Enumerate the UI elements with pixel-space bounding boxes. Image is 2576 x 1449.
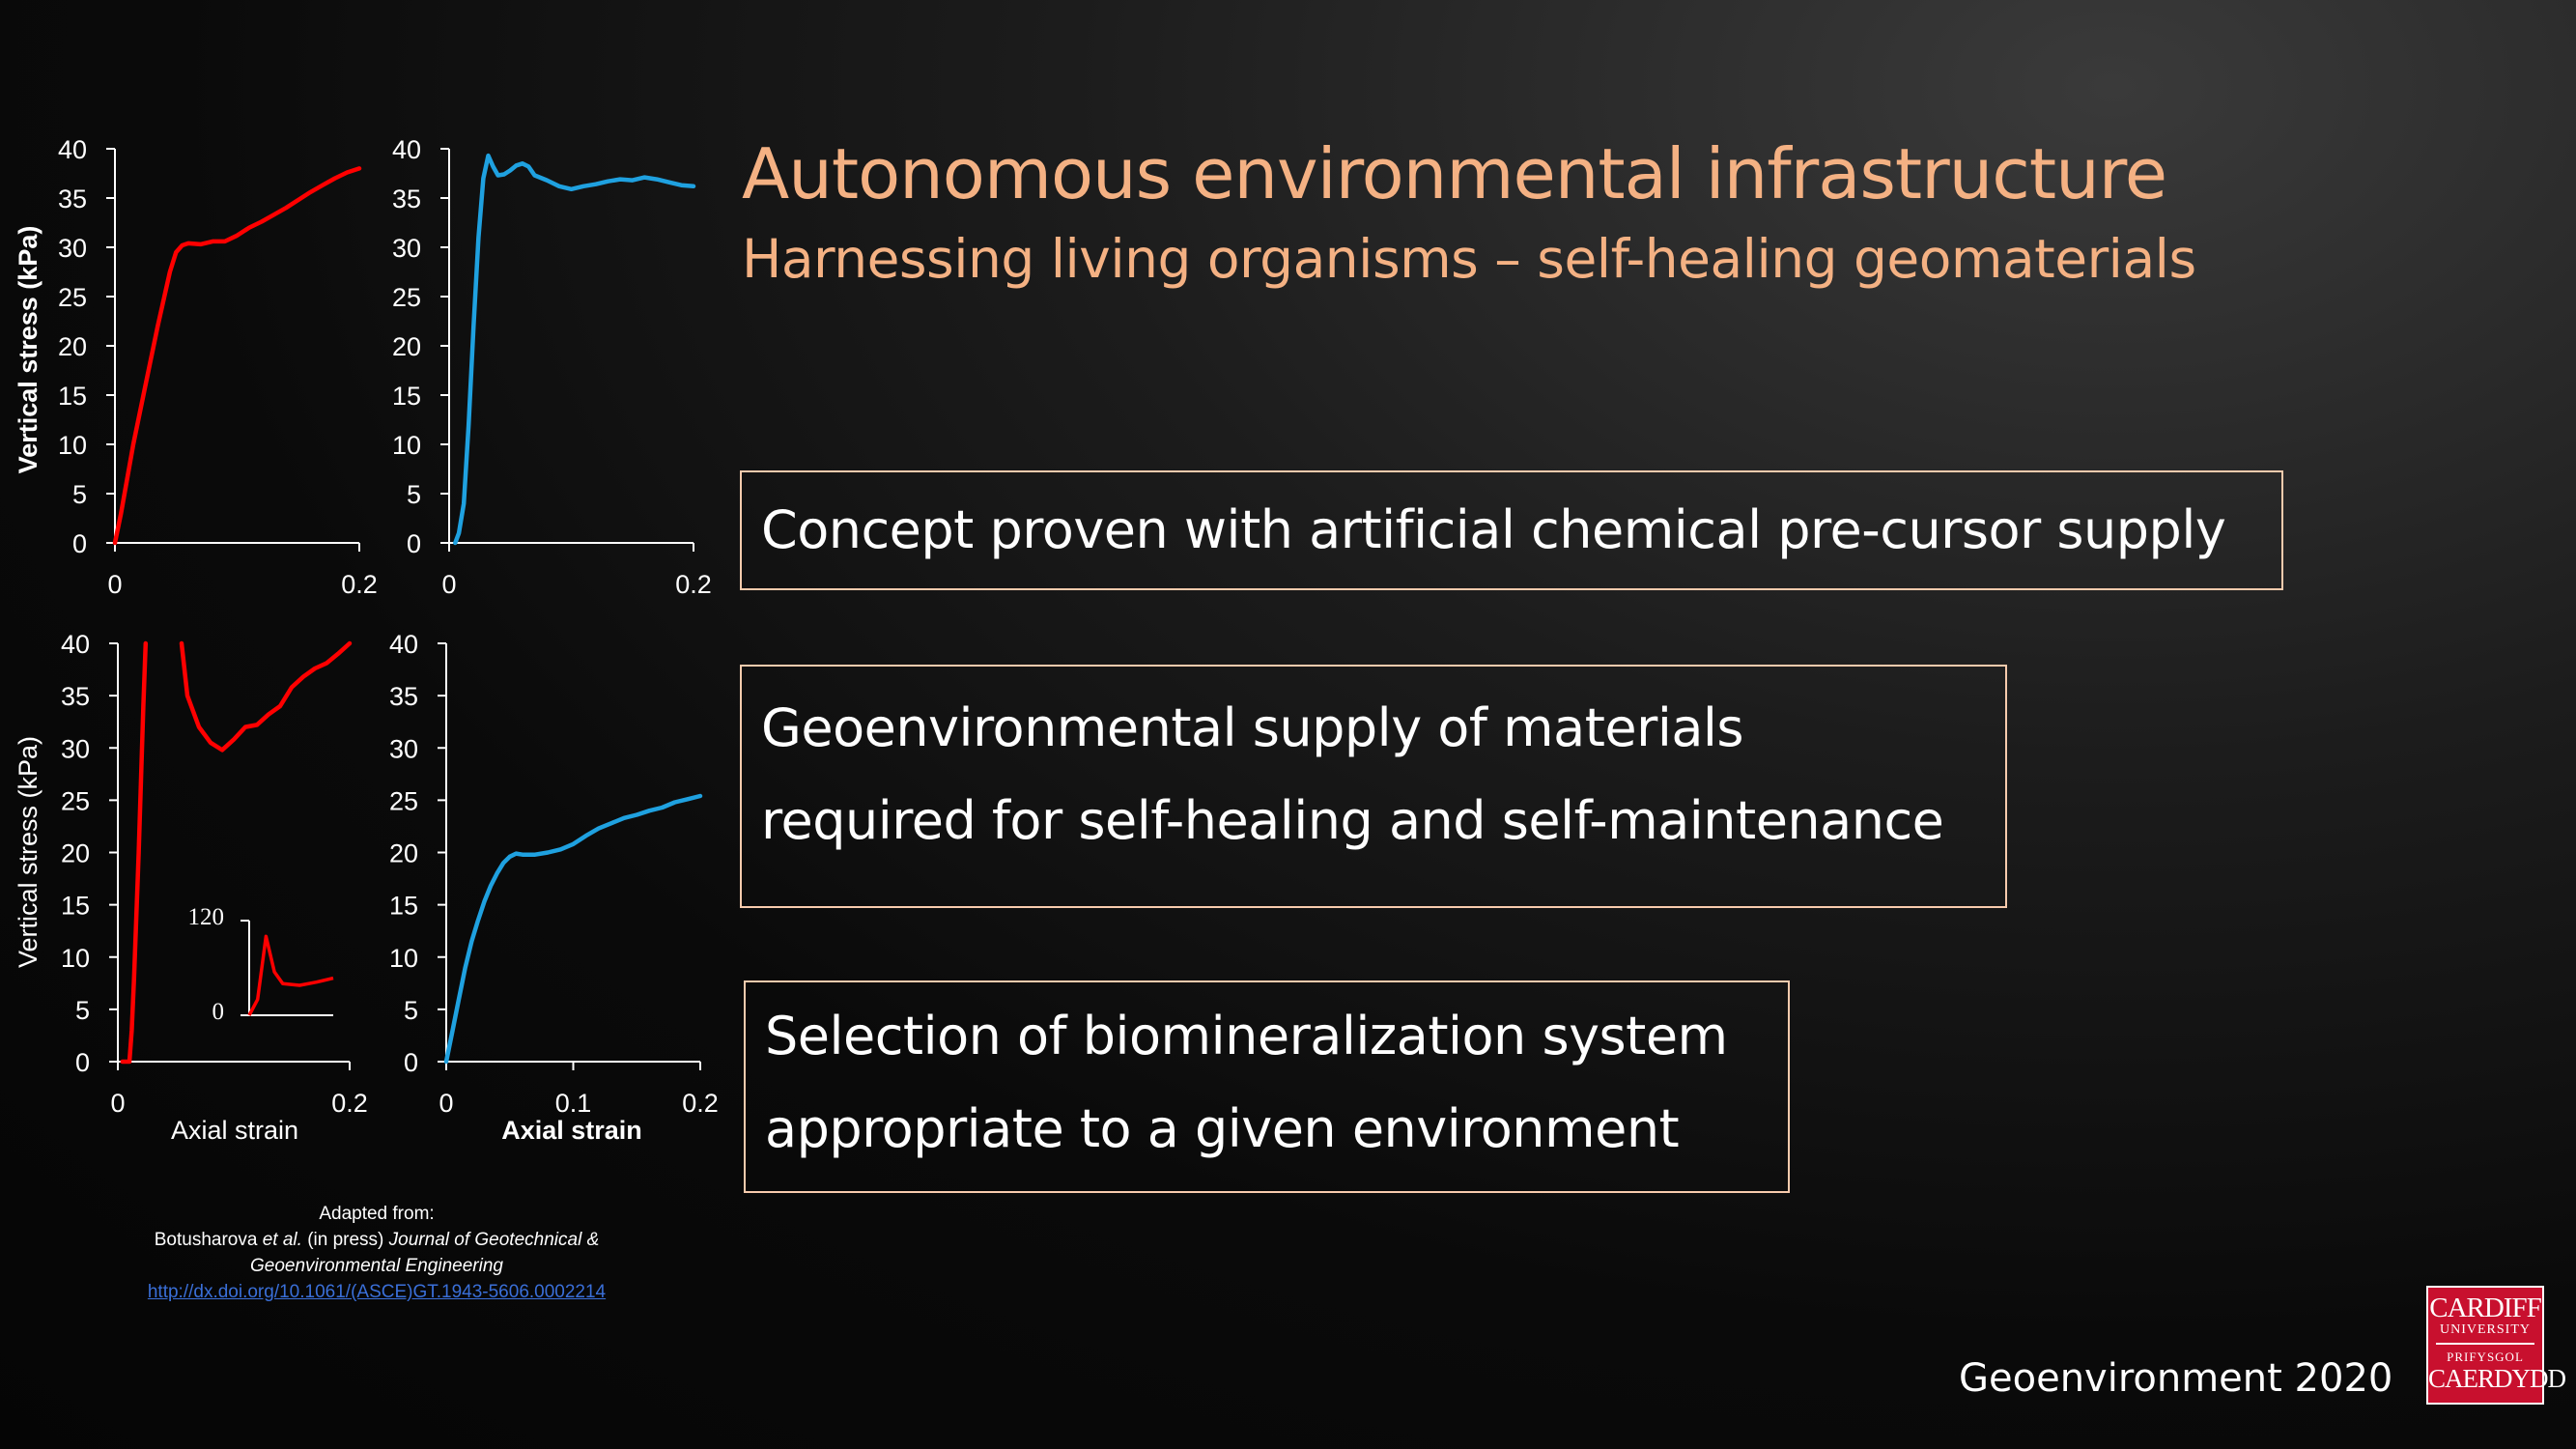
x-tick-label: 0 <box>110 1089 125 1118</box>
cardiff-university-logo: CARDIFF UNIVERSITY PRIFYSGOL CAERDYDD <box>2426 1286 2566 1405</box>
y-ticks: 0 5 10 15 20 25 30 35 40 <box>58 135 115 558</box>
y-tick-label: 35 <box>392 185 421 213</box>
y-tick-label: 30 <box>61 734 90 763</box>
y-tick-label: 0 <box>72 529 87 558</box>
y-axis-title: Vertical stress (kPa) <box>14 226 42 474</box>
y-tick-label: 5 <box>72 480 87 509</box>
citation-journal-cont: Geoenvironmental Engineering <box>250 1256 503 1276</box>
series-group <box>120 640 353 1065</box>
point-text: appropriate to a given environment <box>765 1098 1680 1159</box>
y-tick-label: 20 <box>389 839 418 868</box>
y-tick-label: 5 <box>75 996 90 1025</box>
y-tick-label: 25 <box>389 786 418 815</box>
y-tick-label: 25 <box>61 786 90 815</box>
point-box-1: Concept proven with artificial chemical … <box>740 470 2283 590</box>
y-tick-label: 20 <box>392 332 421 361</box>
point-box-2: Geoenvironmental supply of materials req… <box>740 665 2007 908</box>
y-ticks: 0 5 10 15 20 25 30 35 40 <box>392 135 449 558</box>
y-tick-label: 0 <box>407 529 421 558</box>
y-ticks: 0 5 10 15 20 25 30 35 40 <box>61 630 118 1077</box>
x-tick-label: 0.2 <box>682 1089 719 1118</box>
y-tick-label: 10 <box>61 944 90 973</box>
slide-subtitle: Harnessing living organisms – self-heali… <box>742 228 2196 290</box>
y-tick-label: 5 <box>407 480 421 509</box>
footer-text: Geoenvironment 2020 <box>1959 1356 2393 1401</box>
y-tick-label: 30 <box>389 734 418 763</box>
y-tick-label: 20 <box>61 839 90 868</box>
y-tick-label: 15 <box>392 382 421 411</box>
citation-status: (in press) <box>307 1230 384 1250</box>
y-tick-label: 40 <box>392 135 421 164</box>
citation-intro: Adapted from: <box>319 1204 435 1224</box>
x-ticks: 0 0.1 0.2 <box>439 1062 719 1118</box>
y-tick-label: 35 <box>61 682 90 711</box>
slide-title: Autonomous environmental infrastructure <box>742 133 2167 214</box>
x-tick-label: 0.2 <box>331 1089 368 1118</box>
y-tick-label: 0 <box>75 1048 90 1077</box>
x-tick-label: 0.2 <box>341 570 378 599</box>
y-tick-label: 15 <box>61 892 90 921</box>
y-tick-label: 10 <box>389 944 418 973</box>
point-text: Concept proven with artificial chemical … <box>761 499 2226 560</box>
inset-chart: 120 0 <box>188 904 334 1025</box>
x-tick-label: 0 <box>107 570 122 599</box>
x-tick-label: 0 <box>439 1089 453 1118</box>
x-tick-label: 0 <box>441 570 456 599</box>
y-tick-label: 15 <box>389 892 418 921</box>
citation-etal: et al. <box>262 1230 302 1250</box>
y-tick-label: 25 <box>58 283 87 312</box>
chart-bottom-right: 0 5 10 15 20 25 30 35 40 0 0.1 0.2 Axial strain <box>389 630 719 1145</box>
y-tick-label: 20 <box>58 332 87 361</box>
y-tick-label: 0 <box>404 1048 418 1077</box>
point-box-3: Selection of biomineralization system ap… <box>744 980 1790 1193</box>
series-line-0 <box>443 793 703 1065</box>
citation-doi-link[interactable]: http://dx.doi.org/10.1061/(ASCE)GT.1943-… <box>147 1282 607 1302</box>
citation: Adapted from: Botusharova et al. (in pre… <box>106 1201 647 1305</box>
series-line-0 <box>120 640 149 1065</box>
point-text: Geoenvironmental supply of materials <box>761 697 1744 758</box>
y-tick-label: 35 <box>58 185 87 213</box>
inset-tick-label: 120 <box>188 904 225 930</box>
series-group <box>443 793 703 1065</box>
inset-series-group <box>247 934 334 1016</box>
y-tick-label: 35 <box>389 682 418 711</box>
x-tick-label: 0.1 <box>555 1089 592 1118</box>
series-line-0 <box>453 153 696 546</box>
y-tick-label: 10 <box>58 431 87 460</box>
y-ticks: 0 5 10 15 20 25 30 35 40 <box>389 630 446 1077</box>
point-text: Selection of biomineralization system <box>765 1006 1728 1066</box>
citation-authors: Botusharova <box>154 1230 258 1250</box>
y-tick-label: 30 <box>58 234 87 263</box>
y-tick-label: 40 <box>61 630 90 659</box>
y-tick-label: 10 <box>392 431 421 460</box>
inset-tick-label: 0 <box>212 999 225 1025</box>
y-tick-label: 30 <box>392 234 421 263</box>
inset-series-line-0 <box>247 934 334 1016</box>
series-group <box>112 166 362 546</box>
series-line-0 <box>112 166 362 546</box>
citation-source: Botusharova et al. (in press) Journal of… <box>106 1227 647 1253</box>
y-tick-label: 40 <box>389 630 418 659</box>
series-group <box>453 153 696 546</box>
y-tick-label: 40 <box>58 135 87 164</box>
y-tick-label: 5 <box>404 996 418 1025</box>
series-line-1 <box>179 640 353 753</box>
x-tick-label: 0.2 <box>675 570 712 599</box>
y-axis-title: Vertical stress (kPa) <box>14 736 42 968</box>
x-axis-title: Axial strain <box>171 1116 298 1145</box>
citation-journal: Journal of Geotechnical & <box>388 1230 600 1250</box>
point-text: required for self-healing and self-maint… <box>761 790 1944 851</box>
x-axis-title: Axial strain <box>501 1116 642 1145</box>
y-tick-label: 25 <box>392 283 421 312</box>
y-tick-label: 15 <box>58 382 87 411</box>
